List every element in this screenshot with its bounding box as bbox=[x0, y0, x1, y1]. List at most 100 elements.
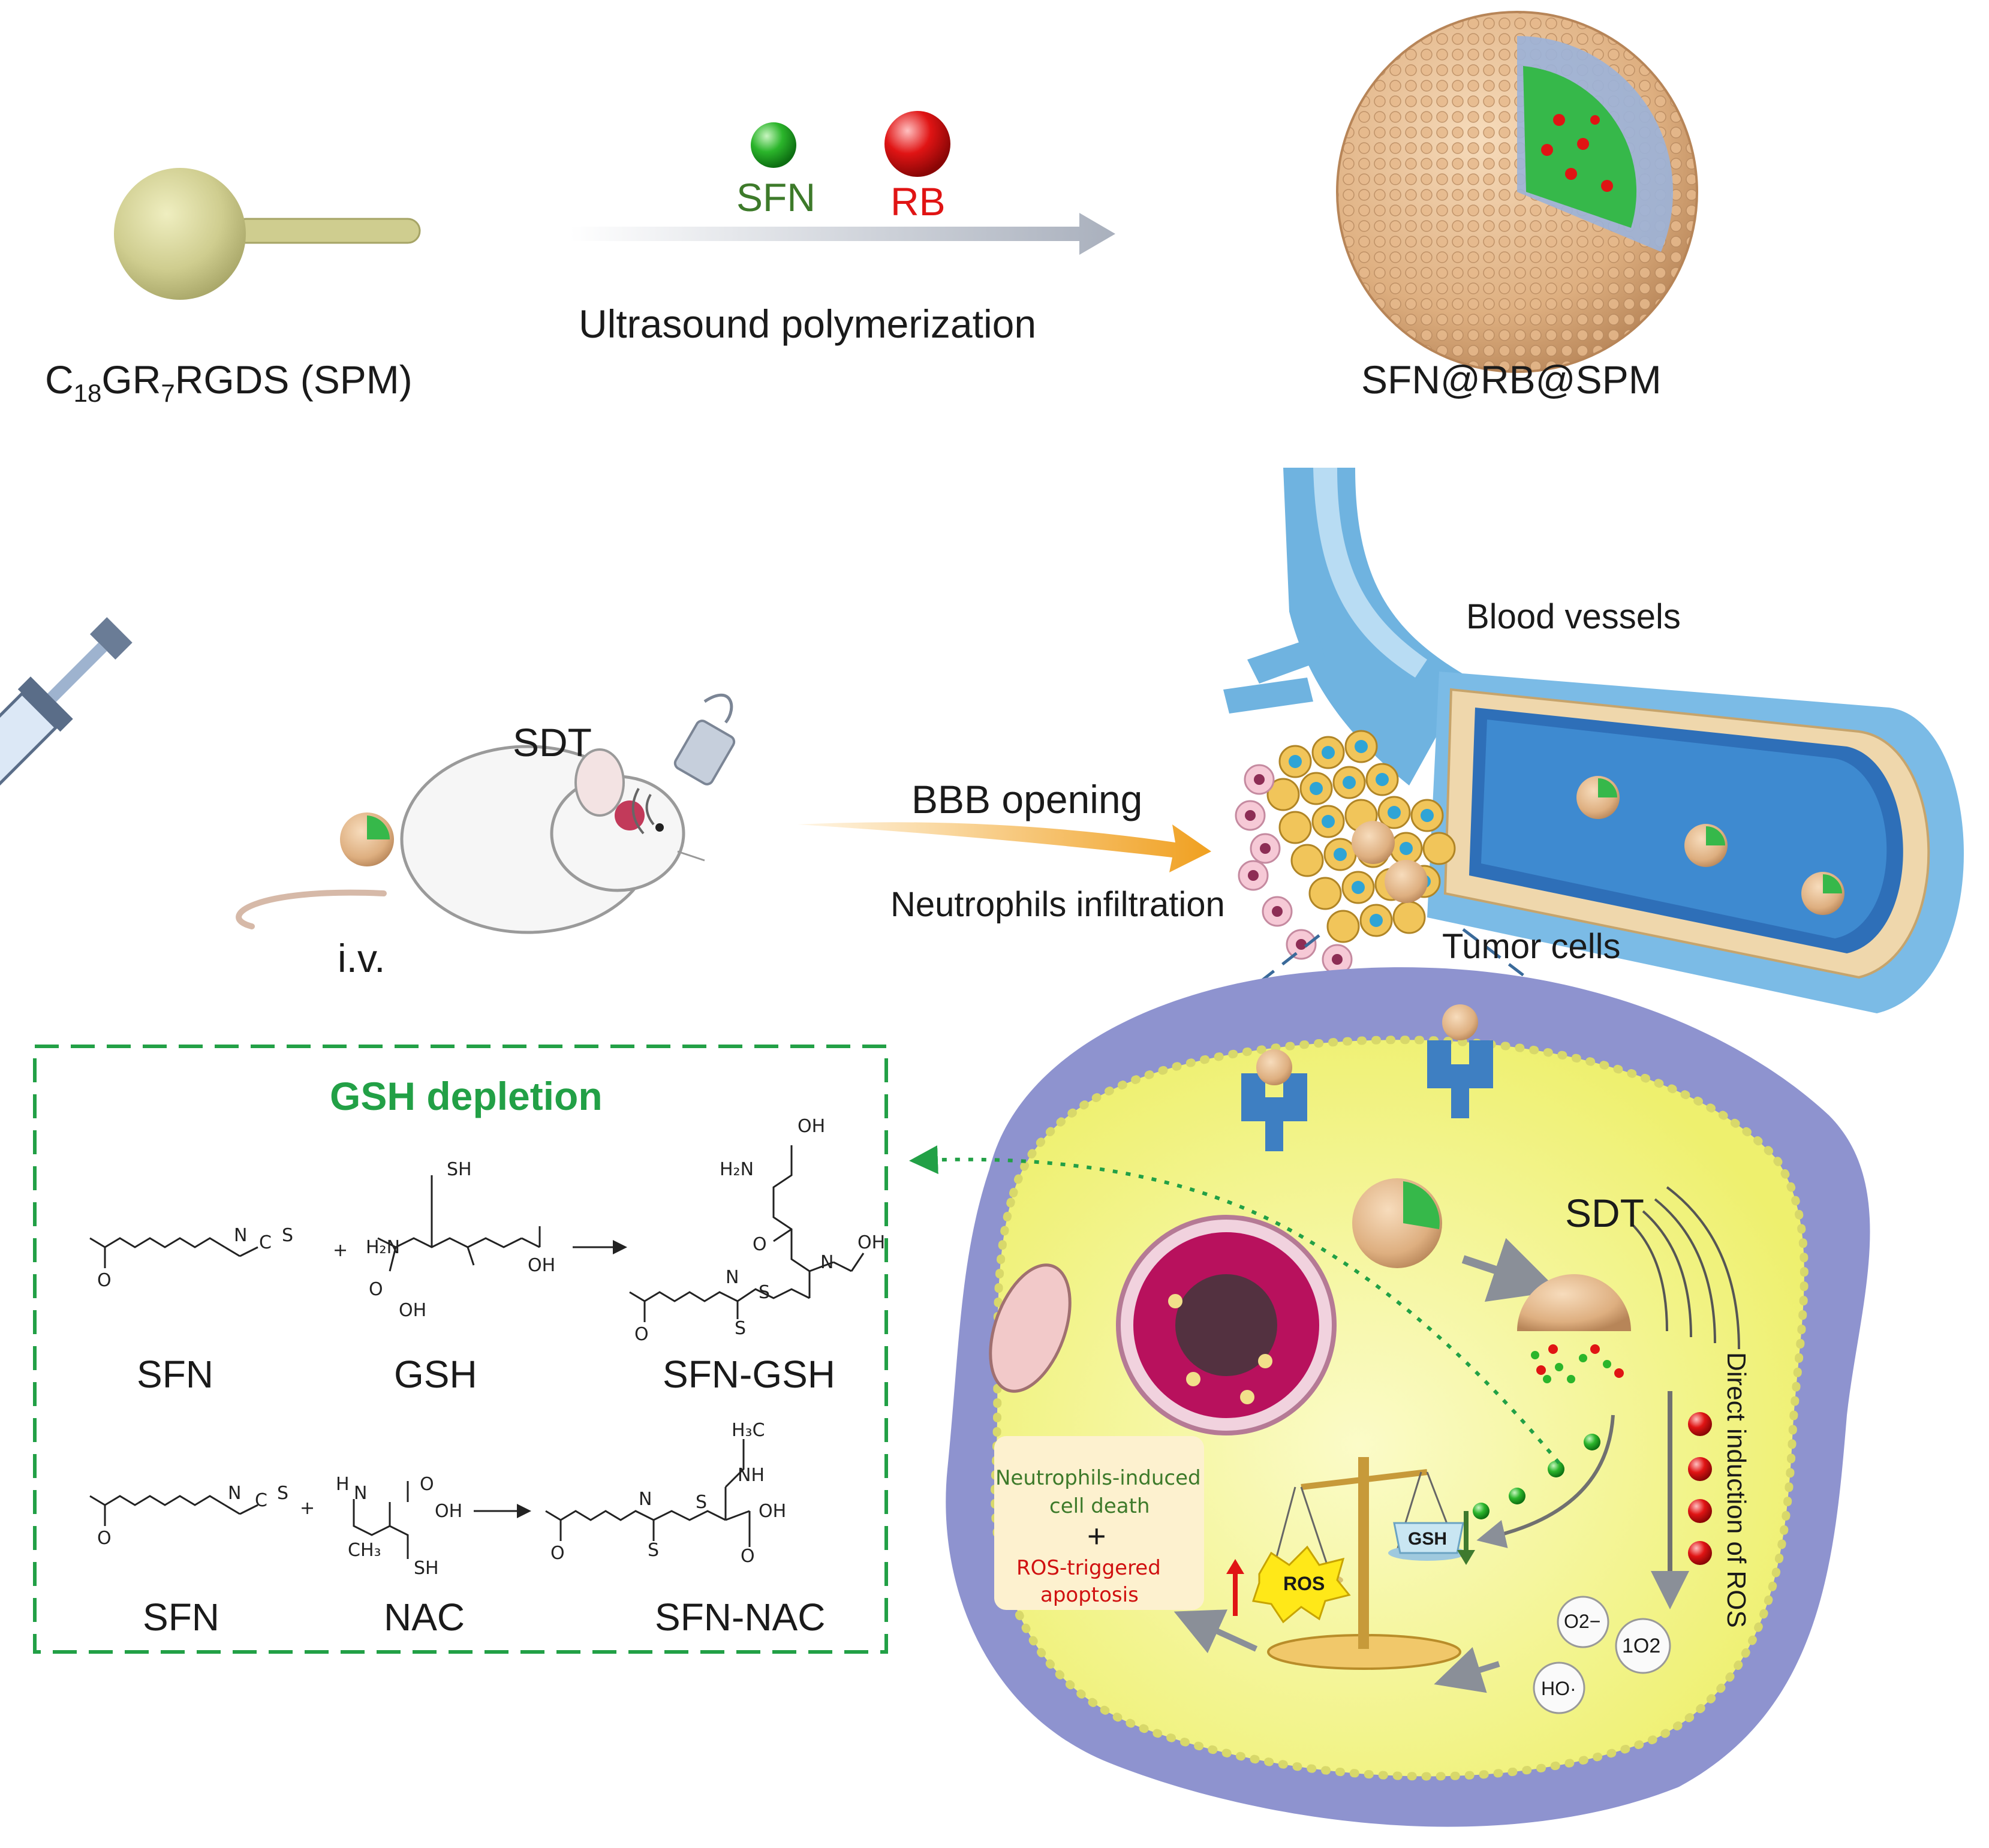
sfn-gsh-structure bbox=[629, 1145, 865, 1322]
gsh-structure bbox=[377, 1175, 541, 1272]
svg-text:N: N bbox=[234, 1225, 247, 1246]
svg-text:N: N bbox=[726, 1267, 739, 1288]
svg-text:H: H bbox=[336, 1474, 350, 1495]
ultrasound-waves-icon bbox=[1630, 1186, 1740, 1350]
svg-text:S: S bbox=[282, 1225, 293, 1246]
svg-text:N: N bbox=[820, 1252, 833, 1273]
nanoparticle-label: SFN@RB@SPM bbox=[1361, 357, 1662, 402]
radical-bubbles bbox=[1533, 1596, 1671, 1714]
svg-text:SH: SH bbox=[447, 1159, 472, 1180]
row1-gsh-label: GSH bbox=[394, 1353, 477, 1396]
svg-text:S: S bbox=[277, 1483, 288, 1504]
svg-text:S: S bbox=[759, 1282, 770, 1303]
receptor-icons bbox=[1241, 1004, 1493, 1151]
nanoparticle-core-icon bbox=[1523, 66, 1637, 228]
svg-text:O: O bbox=[550, 1543, 565, 1564]
gsh-badge-label: GSH bbox=[1408, 1529, 1448, 1549]
singlet-o2-label: 1O2 bbox=[1622, 1635, 1661, 1657]
sdt-label-mouse: SDT bbox=[513, 720, 592, 765]
tumor-cluster-icon bbox=[1266, 730, 1456, 943]
cell-nanoparticle-icon bbox=[1352, 1178, 1442, 1268]
rb-label: RB bbox=[890, 179, 946, 224]
hydroxyl-label: HO· bbox=[1541, 1678, 1576, 1699]
svg-text:H₂N: H₂N bbox=[720, 1159, 754, 1180]
neutrophil-icons bbox=[1235, 764, 1353, 975]
row2-nac-label: NAC bbox=[384, 1596, 465, 1639]
vessel-nanoparticle-icons bbox=[1576, 776, 1844, 915]
svg-text:OH: OH bbox=[857, 1232, 885, 1253]
ros-up-arrow-icon bbox=[1226, 1559, 1244, 1616]
spm-label: C18GR7RGDS (SPM) bbox=[45, 360, 413, 406]
blood-vessel-icon bbox=[1223, 468, 1964, 1013]
nanoparticle-icon bbox=[1336, 11, 1698, 373]
svg-text:NH: NH bbox=[738, 1465, 765, 1486]
outcome-note-box bbox=[994, 1436, 1204, 1610]
mouse-icon bbox=[236, 745, 705, 934]
svg-text:+: + bbox=[333, 1240, 348, 1261]
spm-label-pre: C bbox=[45, 357, 74, 402]
ros-badge-label: ROS bbox=[1283, 1573, 1325, 1594]
neutrophils-label: Neutrophils infiltration bbox=[890, 885, 1225, 924]
svg-text:O: O bbox=[369, 1279, 383, 1300]
sfn-structure-2 bbox=[89, 1495, 258, 1526]
svg-text:OH: OH bbox=[435, 1501, 462, 1522]
o2-radical-label: O2− bbox=[1564, 1611, 1601, 1632]
svg-text:SH: SH bbox=[414, 1558, 439, 1579]
row2-sfn-label: SFN bbox=[143, 1596, 219, 1639]
svg-text:OH: OH bbox=[759, 1501, 786, 1522]
svg-text:OH: OH bbox=[399, 1300, 426, 1321]
ros-red-spheres bbox=[1688, 1412, 1712, 1565]
gsh-box-title: GSH depletion bbox=[330, 1074, 603, 1118]
sfn-sphere-icon bbox=[751, 122, 796, 168]
svg-text:O: O bbox=[741, 1546, 755, 1567]
bbb-label: BBB opening bbox=[911, 777, 1143, 821]
note-plus: + bbox=[1087, 1518, 1106, 1554]
sfn-structure-1 bbox=[89, 1237, 258, 1268]
ros-badge-icon bbox=[1252, 1545, 1351, 1624]
row1-sfn-gsh-label: SFN-GSH bbox=[663, 1353, 835, 1396]
spm-label-mid: GR bbox=[101, 357, 161, 402]
note-line4: apoptosis bbox=[1040, 1583, 1139, 1607]
row2-sfn-nac-label: SFN-NAC bbox=[655, 1596, 826, 1639]
svg-text:O: O bbox=[753, 1234, 767, 1255]
spm-sub1: 18 bbox=[73, 379, 102, 408]
note-line3: ROS-triggered bbox=[1016, 1556, 1161, 1580]
gsh-badge-icon bbox=[1393, 1522, 1464, 1554]
svg-text:S: S bbox=[696, 1492, 707, 1513]
svg-text:N: N bbox=[228, 1483, 241, 1504]
svg-text:+: + bbox=[300, 1498, 315, 1519]
row1-sfn-label: SFN bbox=[137, 1353, 213, 1396]
spm-sub2: 7 bbox=[161, 379, 175, 408]
process-label: Ultrasound polymerization bbox=[579, 302, 1037, 346]
spm-molecule-icon bbox=[114, 168, 421, 300]
note-line1: Neutrophils-induced bbox=[995, 1466, 1201, 1490]
bbb-arrow-icon bbox=[798, 822, 1211, 872]
ros-direct-label: Direct induction of ROS bbox=[1722, 1352, 1751, 1628]
mitochondrion-icon bbox=[989, 1263, 1072, 1393]
nucleus-icon bbox=[1116, 1215, 1337, 1435]
sfn-release-dots bbox=[1473, 1434, 1600, 1519]
gsh-down-arrow-icon bbox=[1457, 1511, 1475, 1565]
svg-text:C: C bbox=[259, 1232, 272, 1253]
syringe-icon bbox=[0, 617, 133, 861]
spm-label-post: RGDS (SPM) bbox=[174, 357, 413, 402]
svg-text:O: O bbox=[97, 1270, 112, 1291]
note-line2: cell death bbox=[1049, 1494, 1150, 1518]
svg-text:OH: OH bbox=[798, 1116, 825, 1137]
svg-text:O: O bbox=[634, 1324, 649, 1345]
nac-structure bbox=[353, 1481, 409, 1559]
sfn-label: SFN bbox=[736, 175, 816, 219]
blood-vessels-label: Blood vessels bbox=[1466, 597, 1681, 636]
svg-text:CH₃: CH₃ bbox=[348, 1540, 381, 1561]
rb-sphere-icon bbox=[884, 111, 950, 177]
svg-text:S: S bbox=[648, 1540, 659, 1561]
svg-text:N: N bbox=[354, 1483, 367, 1504]
svg-text:OH: OH bbox=[528, 1255, 555, 1276]
ruptured-nanoparticle-icon bbox=[1517, 1274, 1631, 1383]
svg-text:H₃C: H₃C bbox=[732, 1420, 765, 1441]
svg-text:O: O bbox=[420, 1474, 434, 1495]
svg-text:H₂N: H₂N bbox=[366, 1237, 400, 1258]
svg-text:N: N bbox=[639, 1489, 652, 1510]
gsh-depletion-box bbox=[33, 1045, 888, 1654]
svg-text:S: S bbox=[735, 1318, 746, 1339]
